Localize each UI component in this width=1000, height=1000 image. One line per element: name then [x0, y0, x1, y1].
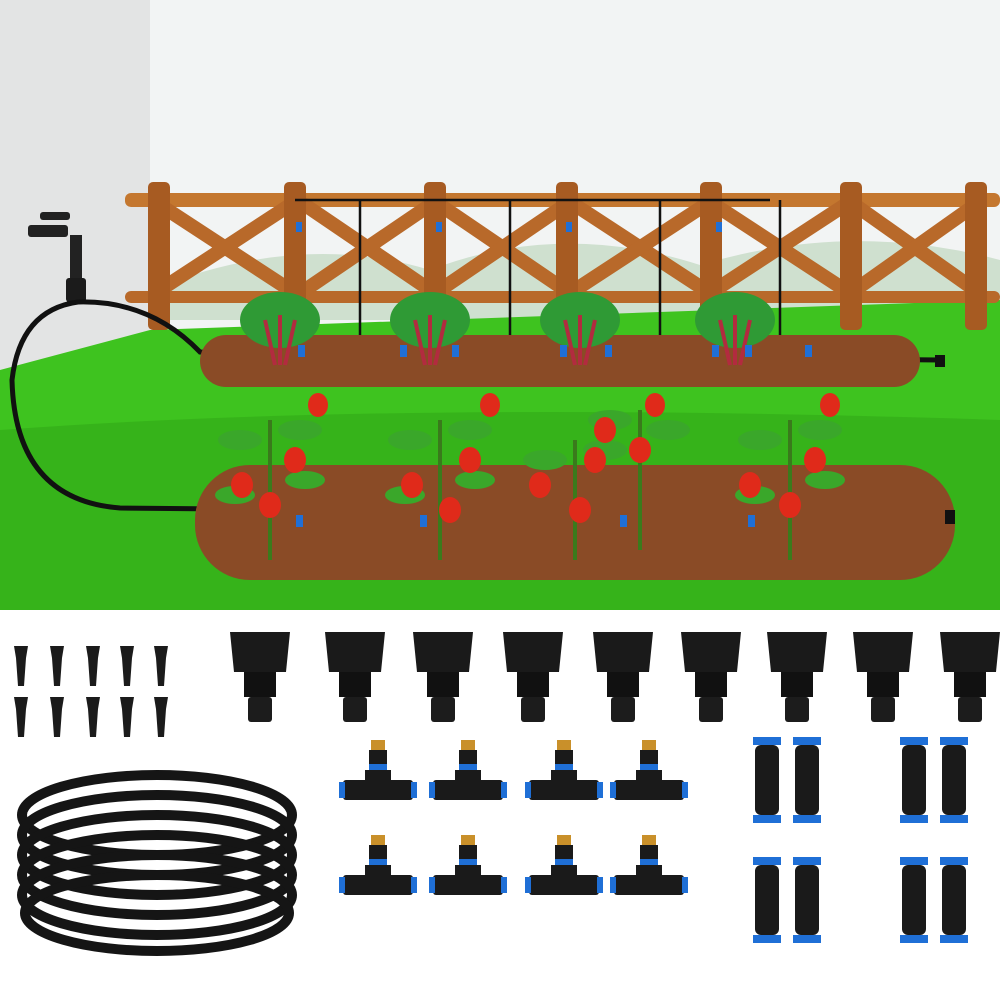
main-supply-tube — [9, 299, 953, 519]
faucet-adapters-group — [230, 632, 1000, 722]
garden-faucet — [28, 212, 86, 302]
tee-nozzles-group — [339, 740, 688, 895]
kit-parts-panel — [0, 610, 1000, 1000]
garden-irrigation-scene — [0, 0, 1000, 610]
pepper-plants — [215, 393, 845, 560]
end-plugs-group — [14, 646, 168, 737]
tubing-coil-icon — [17, 770, 297, 956]
chard-plants — [240, 292, 775, 366]
garden-illustration — [0, 0, 1000, 610]
straight-couplers-group — [753, 737, 968, 943]
top-garden-bed — [200, 335, 920, 387]
